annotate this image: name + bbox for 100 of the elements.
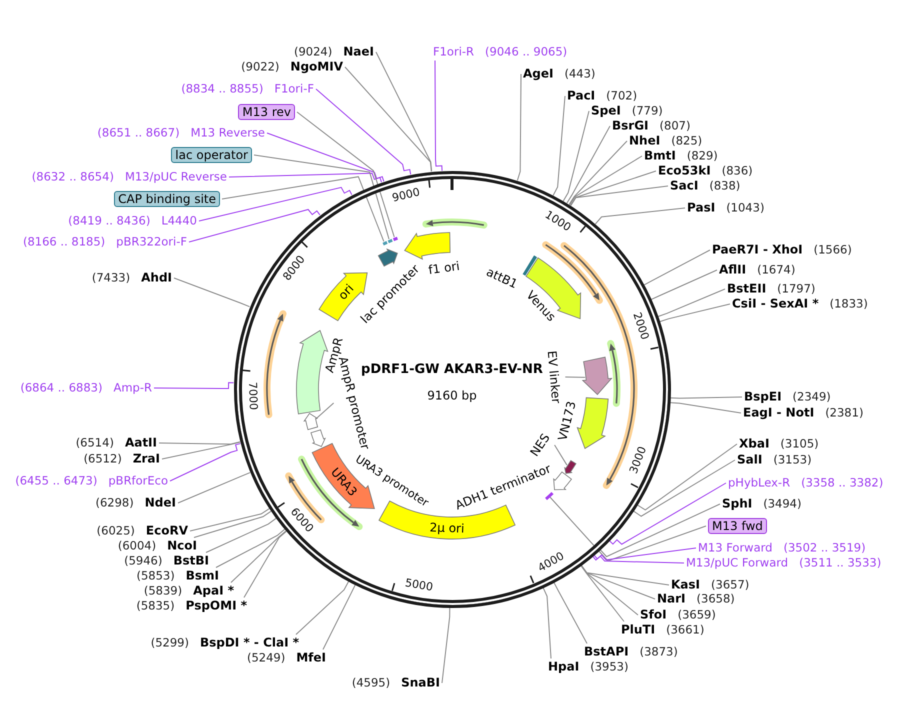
- sequence-feature: [303, 412, 318, 430]
- restriction-site-label: BstBI: [173, 554, 209, 568]
- primer-label: M13 Forward: [698, 540, 772, 556]
- restriction-site-label: BsrGI: [612, 118, 649, 134]
- site-position: (3105): [780, 436, 819, 452]
- leader-line: [174, 278, 250, 308]
- leader-line: [376, 52, 432, 172]
- feature-label: attB1: [484, 264, 520, 292]
- restriction-site-label: XbaI: [739, 436, 770, 452]
- restriction-site-label: BstAPI: [584, 644, 629, 660]
- site-position: (3494): [763, 496, 802, 512]
- site-position: (6004): [118, 538, 156, 554]
- restriction-site-label: ApaI *: [193, 584, 234, 598]
- sequence-feature: [576, 396, 608, 448]
- feature-label: EV linker: [544, 350, 564, 404]
- leader-line: [570, 186, 668, 206]
- feature-label: f1 ori: [428, 258, 460, 278]
- restriction-site-label: BmtI: [644, 148, 676, 164]
- site-position: (779): [632, 104, 663, 118]
- leader-line: [244, 530, 287, 598]
- sequence-feature: [582, 356, 612, 394]
- leader-line: [636, 444, 738, 511]
- primer-position: (6864 .. 6883): [20, 380, 102, 396]
- restriction-site-label: AatII: [124, 436, 157, 450]
- restriction-site-label: AgeI: [523, 66, 554, 82]
- primer-position: (8166 .. 8185): [23, 234, 106, 250]
- primer-position: (8834 .. 8855): [181, 82, 264, 96]
- site-position: (5946): [124, 554, 162, 568]
- primer-label: M13 Reverse: [190, 126, 265, 140]
- leader-line: [516, 74, 522, 181]
- leader-line: [222, 176, 384, 242]
- restriction-site-label: BspEI: [744, 390, 782, 404]
- site-position: (7433): [92, 270, 130, 286]
- scale-label: 4000: [536, 549, 566, 574]
- restriction-site-label: NdeI: [144, 496, 176, 510]
- leader-line: [198, 186, 352, 222]
- leader-line: [434, 60, 443, 172]
- sequence-feature: [552, 471, 572, 490]
- restriction-site-label: KasI: [671, 578, 700, 592]
- restriction-site-label: PacI: [567, 88, 596, 104]
- site-position: (9024): [294, 44, 332, 60]
- feature-mark: [522, 254, 537, 276]
- site-position: (2381): [825, 406, 864, 420]
- leader-line: [170, 443, 241, 482]
- leader-line: [644, 250, 710, 286]
- leader-line: [154, 382, 234, 389]
- leader-line: [670, 402, 742, 414]
- feature-mark: [392, 236, 398, 241]
- leader-line: [632, 460, 736, 517]
- restriction-site-label: EcoRV: [146, 524, 188, 538]
- restriction-site-label: PasI: [687, 200, 716, 216]
- site-position: (3661): [666, 622, 704, 638]
- leader-line: [554, 444, 568, 466]
- restriction-site-label: SnaBI: [401, 676, 440, 690]
- site-position: (6512): [84, 452, 122, 466]
- leader-line: [670, 396, 742, 399]
- site-position: (1566): [814, 242, 852, 258]
- restriction-site-label: NcoI: [167, 538, 197, 554]
- leader-line: [569, 156, 642, 206]
- leader-line: [658, 288, 726, 317]
- leader-line: [659, 304, 730, 322]
- site-position: (3659): [678, 608, 716, 622]
- site-position: (2349): [792, 390, 831, 404]
- plasmid-length: 9160 bp: [427, 388, 477, 404]
- leader-line: [230, 530, 286, 583]
- primer-label: pHybLex-R: [728, 476, 790, 490]
- site-position: (825): [671, 134, 702, 148]
- site-position: (1043): [726, 200, 764, 216]
- restriction-site-label: CsiI - SexAI *: [732, 296, 819, 312]
- restriction-site-label: NarI: [657, 592, 686, 606]
- restriction-site-label: SalI: [737, 452, 762, 468]
- leader-line: [254, 154, 390, 240]
- leader-line: [600, 504, 720, 558]
- site-position: (5835): [136, 598, 175, 614]
- restriction-site-label: NheI: [629, 134, 660, 148]
- feature-tag: lac operator: [171, 147, 252, 163]
- restriction-site-label: NaeI: [343, 44, 374, 60]
- site-position: (5299): [150, 636, 189, 650]
- restriction-site-label: HpaI: [548, 660, 580, 674]
- primer-label: L4440: [161, 214, 197, 228]
- restriction-site-label: PluTI: [621, 622, 656, 638]
- leader-line: [178, 472, 251, 504]
- site-position: (6298): [96, 496, 134, 510]
- restriction-site-label: SfoI: [640, 608, 667, 622]
- primer-label: M13/pUC Forward: [686, 556, 788, 570]
- site-position: (829): [686, 148, 718, 164]
- leader-line: [580, 564, 638, 616]
- leader-line: [188, 208, 320, 242]
- leader-line: [594, 548, 696, 560]
- feature-label: ori: [335, 281, 356, 302]
- site-position: (838): [709, 178, 740, 194]
- site-position: (6514): [76, 436, 114, 450]
- primer-label: pBRforEco: [108, 474, 168, 488]
- primer-label: M13/pUC Reverse: [124, 170, 227, 184]
- leader-line: [190, 508, 270, 532]
- primer-position: (8419 .. 8436): [68, 214, 150, 228]
- site-position: (5853): [136, 568, 175, 584]
- site-position: (5249): [246, 650, 286, 666]
- leader-line: [553, 582, 588, 644]
- sequence-feature: [525, 256, 581, 319]
